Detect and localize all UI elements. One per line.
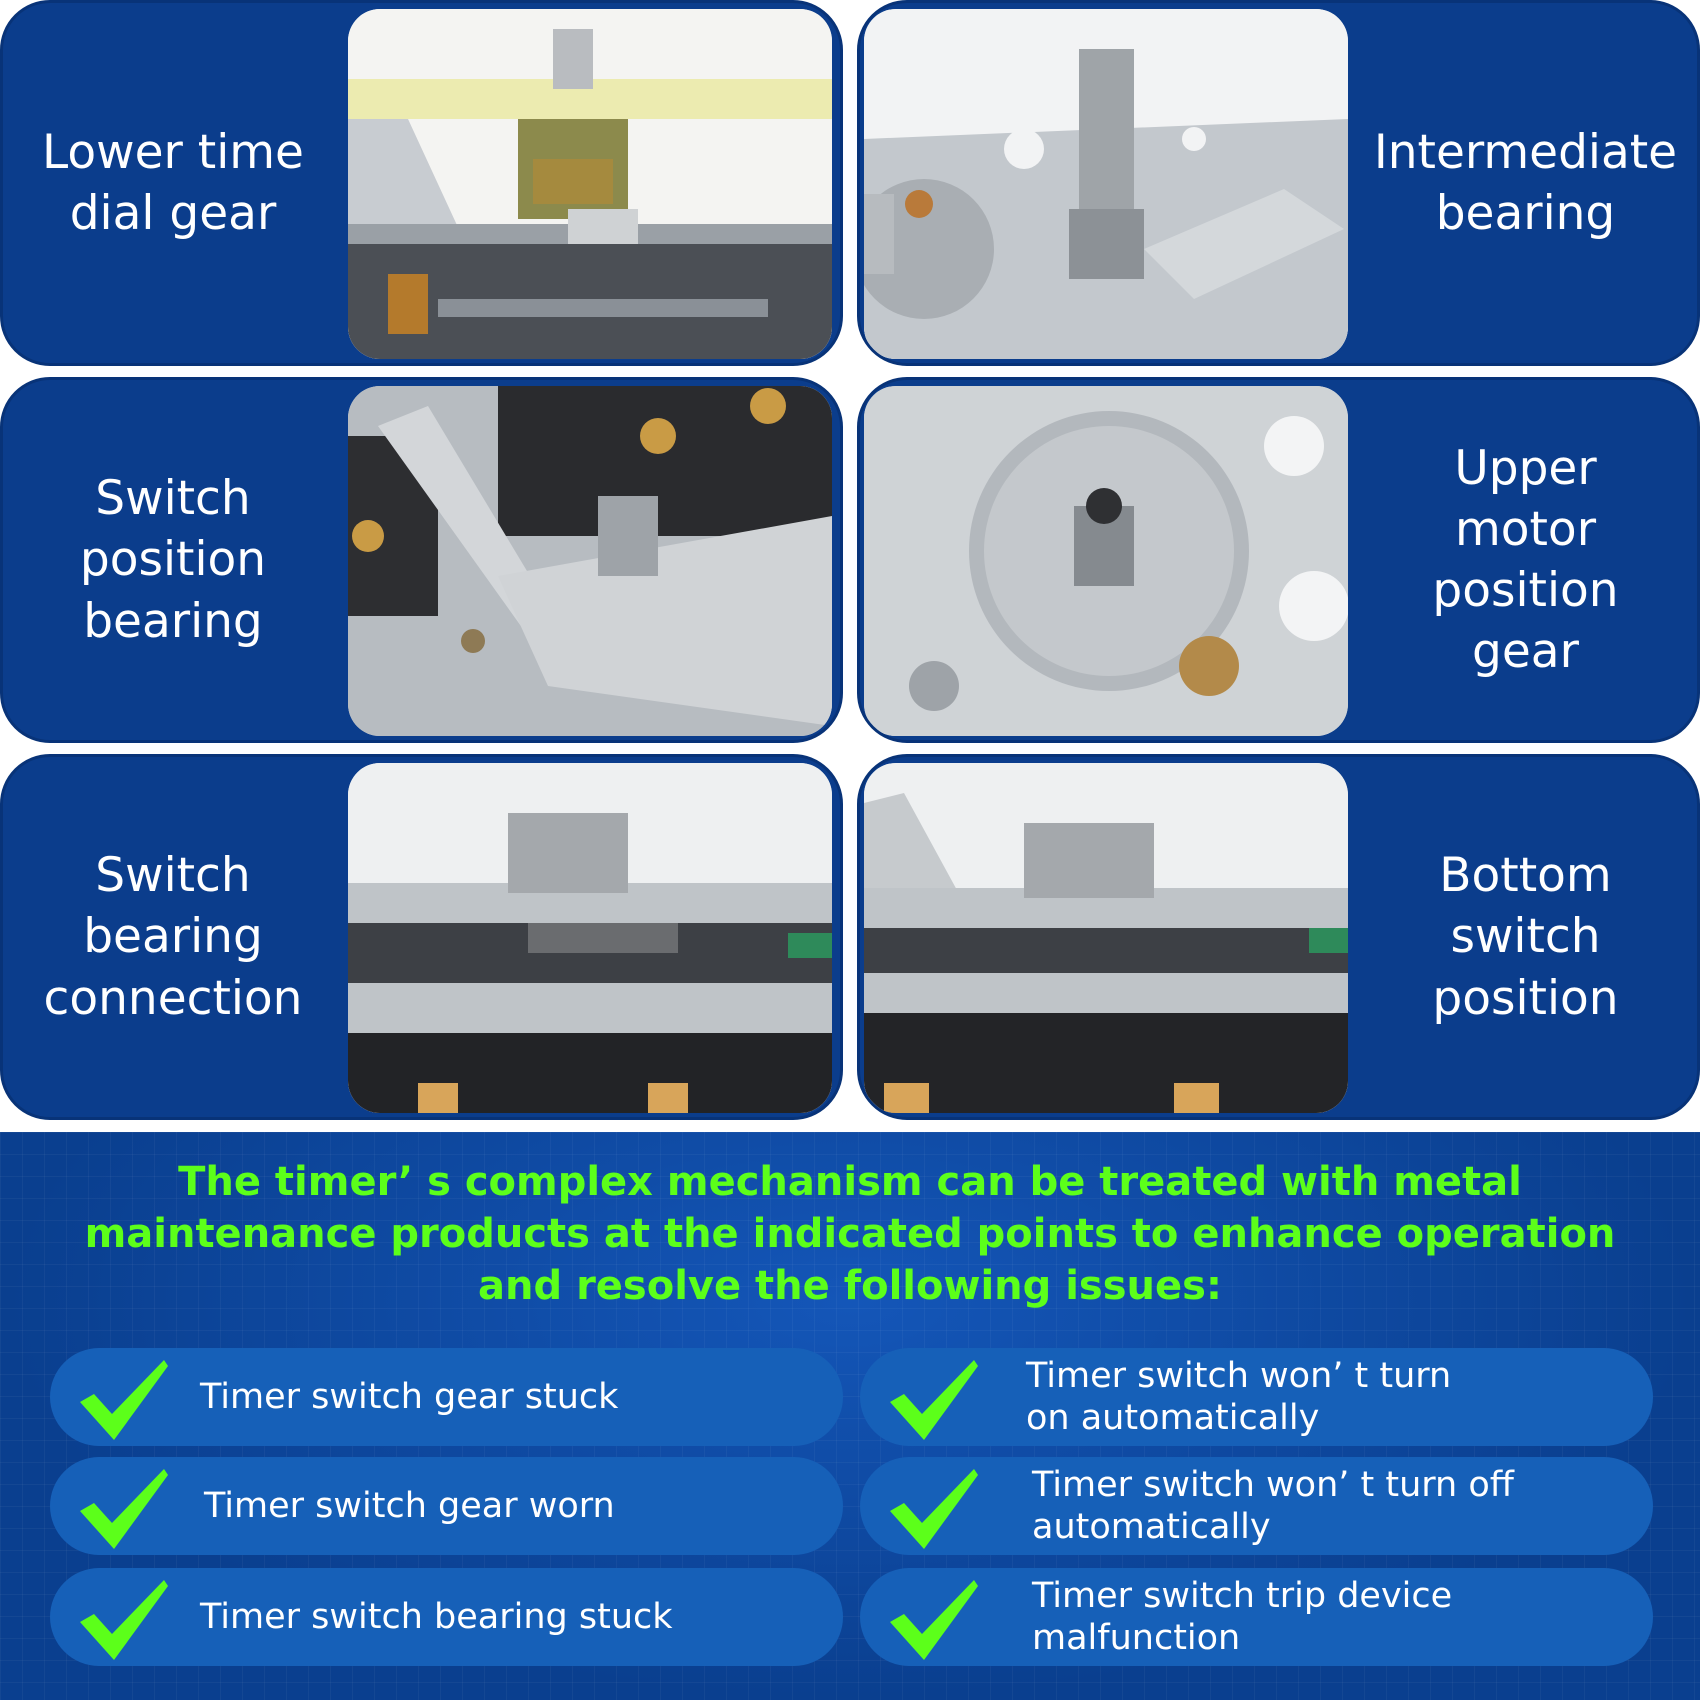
card-label: Lower time dial gear [42, 124, 304, 241]
check-icon [890, 1360, 978, 1440]
photo-intermediate-bearing [864, 9, 1348, 359]
photo-switch-bearing-connection [348, 763, 832, 1113]
check-icon [890, 1580, 978, 1660]
headline: The timer’ s complex mechanism can be tr… [84, 1159, 1616, 1309]
card-upper-motor-position-gear: Upper motor position gear [857, 377, 1700, 743]
issue-text: Timer switch trip device malfunction [1032, 1576, 1453, 1658]
card-label: Upper motor position gear [1432, 440, 1619, 680]
issue-pill: Timer switch won’ t turn off automatical… [860, 1457, 1653, 1555]
check-icon [80, 1580, 168, 1660]
check-icon [890, 1469, 978, 1549]
issue-text: Timer switch gear stuck [200, 1377, 619, 1417]
card-lower-time-dial-gear: Lower time dial gear [0, 0, 843, 366]
issue-pill: Timer switch won’ t turn on automaticall… [860, 1348, 1653, 1446]
card-label: Intermediate bearing [1373, 124, 1678, 241]
card-label: Bottom switch position [1432, 848, 1619, 1026]
card-switch-position-bearing: Switch position bearing [0, 377, 843, 743]
issue-pill: Timer switch trip device malfunction [860, 1568, 1653, 1666]
issue-pill: Timer switch bearing stuck [50, 1568, 843, 1666]
issue-text: Timer switch gear worn [204, 1486, 615, 1526]
photo-switch-position-bearing [348, 386, 832, 736]
issue-text: Timer switch won’ t turn off automatical… [1032, 1465, 1514, 1547]
card-label: Switch bearing connection [43, 848, 303, 1026]
card-intermediate-bearing: Intermediate bearing [857, 0, 1700, 366]
photo-lower-time-dial-gear [348, 9, 832, 359]
check-icon [80, 1360, 168, 1440]
issue-pill: Timer switch gear worn [50, 1457, 843, 1555]
issue-text: Timer switch won’ t turn on automaticall… [1026, 1356, 1452, 1438]
photo-bottom-switch-position [864, 763, 1348, 1113]
card-switch-bearing-connection: Switch bearing connection [0, 754, 843, 1120]
card-bottom-switch-position: Bottom switch position [857, 754, 1700, 1120]
photo-upper-motor-position-gear [864, 386, 1348, 736]
issue-pill: Timer switch gear stuck [50, 1348, 843, 1446]
issue-text: Timer switch bearing stuck [200, 1597, 673, 1637]
card-label: Switch position bearing [79, 471, 267, 649]
check-icon [80, 1469, 168, 1549]
